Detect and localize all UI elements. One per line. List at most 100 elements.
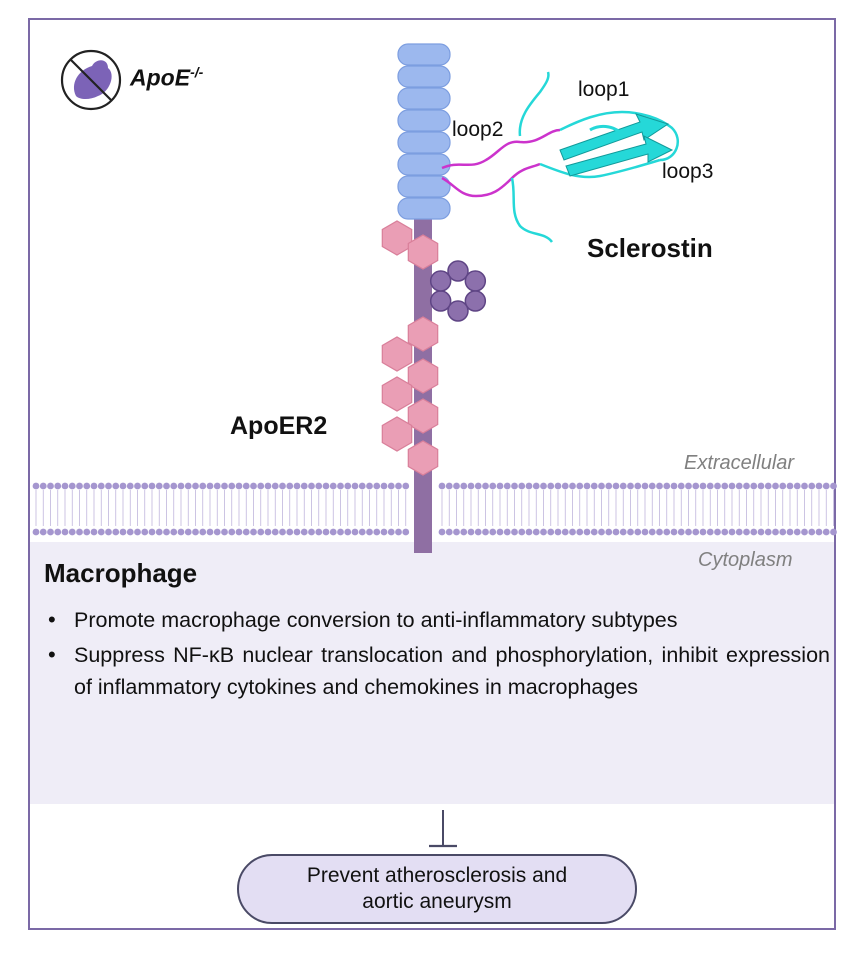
lipid-head <box>648 482 656 490</box>
lipid-head <box>554 482 562 490</box>
lipid-head <box>105 482 112 490</box>
lipid-head <box>561 482 569 490</box>
lipid-head <box>648 528 656 536</box>
lipid-head <box>192 482 199 490</box>
lipid-head <box>32 482 40 490</box>
lipid-head <box>54 528 62 536</box>
lipid-head <box>511 528 518 536</box>
lipid-head <box>199 528 207 536</box>
lipid-head <box>743 528 750 536</box>
ring-bead <box>429 270 452 292</box>
lipid-head <box>141 482 149 490</box>
pink-domain <box>407 398 439 434</box>
lipid-head <box>242 528 250 536</box>
cytoplasm-label: Cytoplasm <box>698 549 793 571</box>
lipid-head <box>518 528 526 536</box>
cell-type-title: Macrophage <box>44 558 198 588</box>
lipid-head <box>170 482 178 490</box>
lipid-head <box>786 528 794 536</box>
lipid-head <box>663 482 671 490</box>
list-item: Promote macrophage conversion to anti-in… <box>44 604 830 636</box>
lipid-head <box>619 528 627 536</box>
pink-domain <box>407 440 439 476</box>
lipid-head <box>547 482 555 490</box>
lipid-head <box>221 482 228 490</box>
lipid-head <box>134 528 141 536</box>
lipid-head <box>830 528 837 536</box>
lipid-head <box>373 528 381 536</box>
lipid-head <box>358 482 366 490</box>
lipid-head <box>83 528 91 536</box>
lipid-head <box>685 528 692 536</box>
lipid-head <box>801 528 808 536</box>
blue-domain <box>397 197 451 220</box>
lipid-head <box>329 482 337 490</box>
lipid-head <box>547 528 555 536</box>
blue-domain <box>397 65 451 88</box>
lipid-head <box>337 482 344 490</box>
lipid-head <box>474 482 482 490</box>
lipid-head <box>184 528 192 536</box>
lipid-head <box>815 482 823 490</box>
pink-domain <box>381 336 413 372</box>
lipid-head <box>822 482 830 490</box>
outcome-box: Prevent atherosclerosis and aortic aneur… <box>237 854 637 924</box>
lipid-head <box>576 528 584 536</box>
pink-domain <box>407 234 439 270</box>
lipid-head <box>97 482 105 490</box>
mouse-model-label: ApoE-/- <box>130 64 203 92</box>
lipid-head <box>90 482 98 490</box>
lipid-head <box>677 528 685 536</box>
lipid-head <box>213 482 221 490</box>
lipid-head <box>134 482 141 490</box>
lipid-head <box>380 528 388 536</box>
lipid-head <box>344 528 352 536</box>
lipid-head <box>337 528 344 536</box>
lipid-head <box>474 528 482 536</box>
receptor-blue-domains <box>397 43 451 220</box>
lipid-head <box>489 528 497 536</box>
lipid-head <box>612 528 620 536</box>
lipid-head <box>467 528 475 536</box>
lipid-head <box>155 528 163 536</box>
pink-domain <box>381 416 413 452</box>
lipid-head <box>460 482 468 490</box>
lipid-head <box>163 482 170 490</box>
lipid-head <box>257 528 265 536</box>
blue-domain <box>397 131 451 154</box>
blue-domain <box>397 109 451 132</box>
mouse-model-text: ApoE <box>130 64 191 91</box>
receptor-label: ApoER2 <box>230 412 328 440</box>
lipid-head <box>721 482 729 490</box>
lipid-head <box>228 528 236 536</box>
lipid-head <box>503 482 511 490</box>
lipid-head <box>300 482 308 490</box>
lipid-head <box>793 482 801 490</box>
lipid-head <box>387 528 395 536</box>
lipid-head <box>438 528 446 536</box>
lipid-head <box>206 528 214 536</box>
lipid-head <box>496 482 504 490</box>
lipid-head <box>235 528 243 536</box>
lipid-head <box>750 482 758 490</box>
pink-domain <box>381 220 413 256</box>
blue-domain <box>397 87 451 110</box>
lipid-head <box>177 528 185 536</box>
lipid-head <box>380 482 388 490</box>
lipid-head <box>271 528 279 536</box>
lipid-head <box>76 528 83 536</box>
lipid-head <box>39 482 47 490</box>
lipid-head <box>561 528 569 536</box>
lipid-head <box>148 482 156 490</box>
lipid-head <box>764 528 772 536</box>
lipid-head <box>395 482 402 490</box>
lipid-head <box>663 528 671 536</box>
lipid-head <box>329 528 337 536</box>
lipid-head <box>308 528 315 536</box>
lipid-head <box>47 528 54 536</box>
lipid-head <box>112 528 120 536</box>
lipid-head <box>728 528 736 536</box>
lipid-head <box>177 482 185 490</box>
lipid-head <box>540 482 547 490</box>
lipid-head <box>583 528 591 536</box>
